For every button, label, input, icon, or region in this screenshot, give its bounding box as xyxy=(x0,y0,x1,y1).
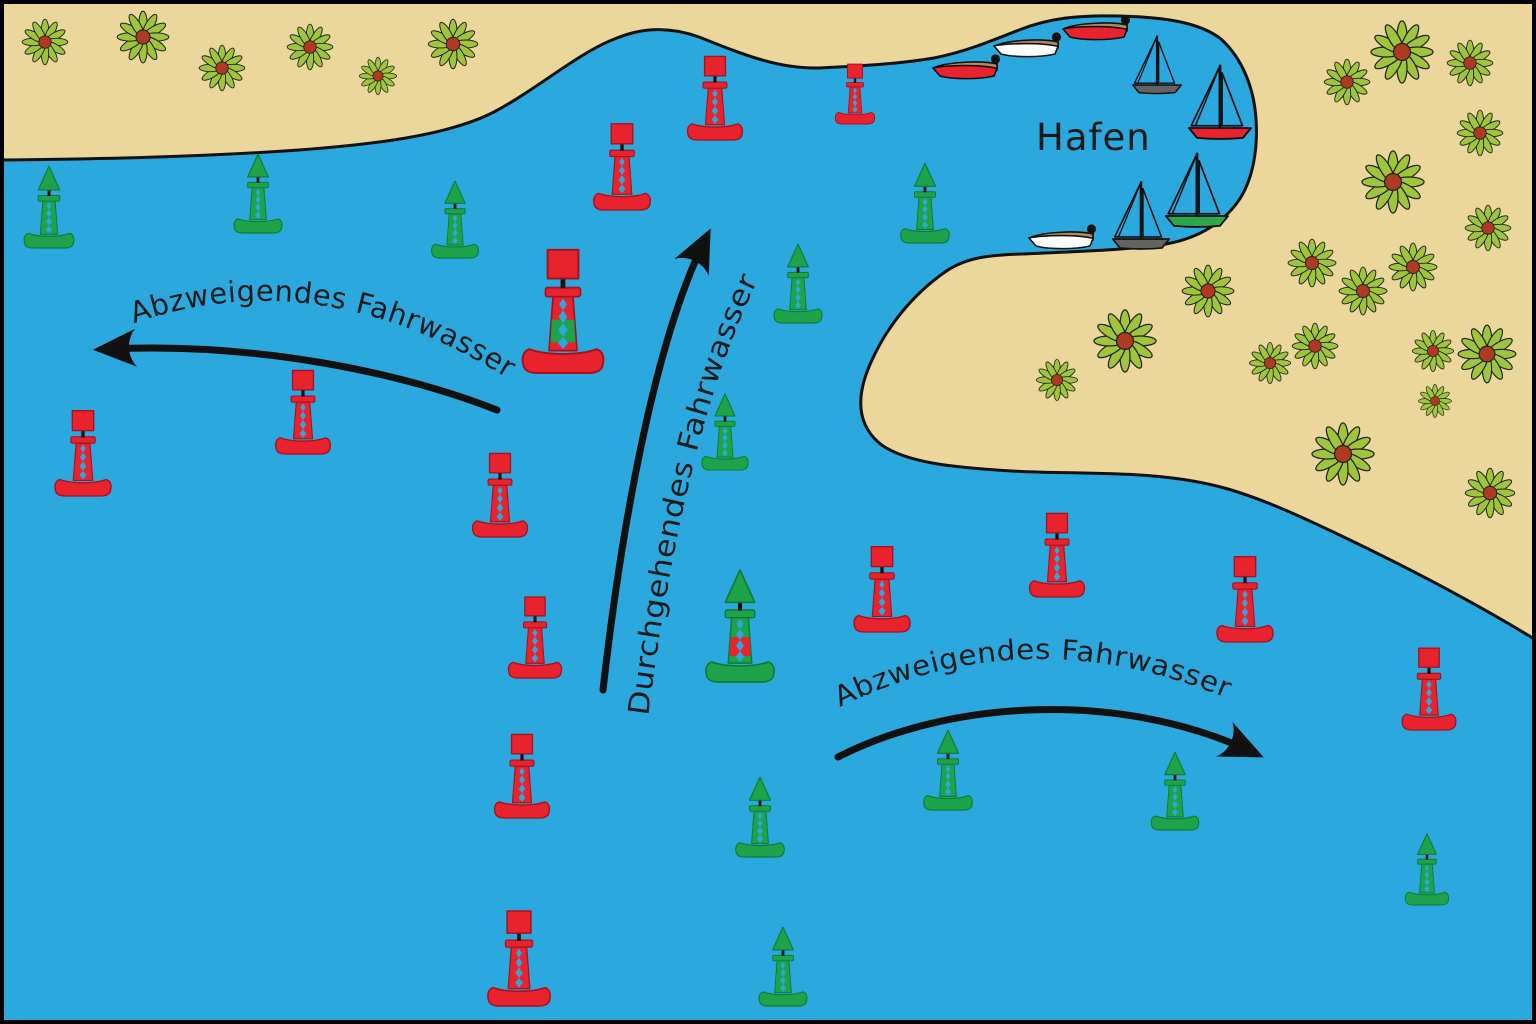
arrow-through-channel xyxy=(599,228,711,694)
arrow-branching-channel-right xyxy=(834,706,1264,761)
arrow-branching-channel-left xyxy=(92,328,501,414)
label-harbor: Hafen xyxy=(1036,116,1151,159)
